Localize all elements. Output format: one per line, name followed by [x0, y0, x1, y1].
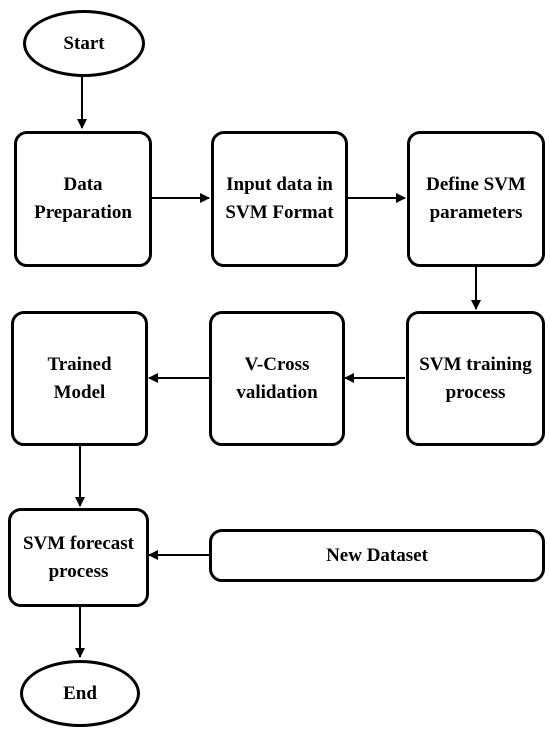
svm-forecast-label: SVM forecast process — [23, 532, 134, 582]
trained-model-node: Trained Model — [11, 311, 148, 446]
new-dataset-node: New Dataset — [209, 529, 545, 582]
v-cross-validation-node: V-Cross validation — [209, 311, 345, 446]
svm-forecast-node: SVM forecast process — [8, 508, 149, 607]
input-svm-format-label: Input data in SVM Format — [225, 174, 334, 223]
input-svm-format-node: Input data in SVM Format — [211, 131, 348, 267]
new-dataset-label: New Dataset — [326, 544, 428, 566]
start-node: Start — [23, 10, 145, 77]
data-preparation-label: Data Preparation — [34, 174, 132, 223]
data-preparation-node: Data Preparation — [14, 131, 152, 267]
v-cross-validation-label: V-Cross validation — [236, 353, 318, 403]
start-label: Start — [63, 32, 105, 54]
define-svm-parameters-label: Define SVM parameters — [426, 174, 526, 223]
trained-model-label: Trained Model — [47, 353, 112, 403]
define-svm-parameters-node: Define SVM parameters — [407, 131, 545, 267]
svm-training-node: SVM training process — [406, 311, 545, 446]
end-node: End — [20, 660, 140, 727]
end-label: End — [63, 682, 97, 704]
svm-training-label: SVM training process — [419, 353, 532, 403]
